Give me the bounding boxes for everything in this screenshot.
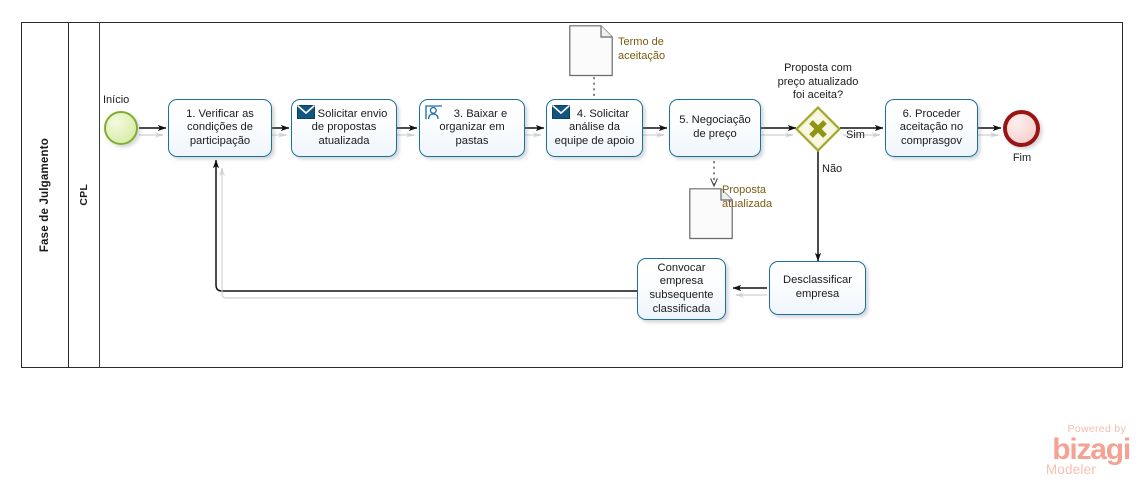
brand-name: bizagi bbox=[1052, 433, 1131, 466]
task-label: 6. Proceder aceitação no comprasgov bbox=[899, 107, 964, 147]
pool-header: Fase de Julgamento bbox=[21, 22, 69, 368]
task-label: Solicitar envio de propostas atualizada bbox=[311, 107, 388, 147]
task-proceder-aceitacao-comprasgov[interactable]: 6. Proceder aceitação no comprasgov bbox=[885, 99, 978, 157]
lane-header-label: CPL bbox=[78, 184, 90, 206]
task-label: 1. Verificar as condições de participaçã… bbox=[186, 107, 254, 147]
task-solicitar-envio-propostas[interactable]: Solicitar envio de propostas atualizada bbox=[291, 99, 397, 157]
task-label: 3. Baixar e organizar em pastas bbox=[439, 107, 508, 147]
send-task-envelope-icon bbox=[552, 105, 570, 120]
gateway-label: Proposta com preço atualizado foi aceita… bbox=[777, 62, 859, 101]
flow-label-sim: Sim bbox=[846, 129, 865, 141]
start-event[interactable] bbox=[104, 111, 138, 145]
send-task-envelope-icon bbox=[297, 105, 315, 120]
exclusive-gateway[interactable] bbox=[794, 105, 842, 153]
task-verificar-condicoes[interactable]: 1. Verificar as condições de participaçã… bbox=[168, 99, 272, 157]
user-task-person-icon bbox=[425, 105, 442, 120]
data-object-label: Termo de aceitação bbox=[618, 36, 666, 62]
end-event[interactable] bbox=[1003, 110, 1040, 147]
lane-header-cpl: CPL bbox=[69, 22, 100, 368]
task-desclassificar-empresa[interactable]: Desclassificar empresa bbox=[769, 261, 866, 315]
task-negociacao-preco[interactable]: 5. Negociação de preço bbox=[669, 99, 761, 157]
bizagi-brand: Powered by bizagi Modeler bbox=[1045, 423, 1131, 477]
start-event-label: Início bbox=[103, 94, 130, 106]
data-object-label: Proposta atualizada bbox=[722, 184, 773, 210]
task-label: 5. Negociação de preço bbox=[679, 114, 751, 140]
data-object-proposta-atualizada[interactable] bbox=[689, 188, 735, 242]
task-label: Convocar empresa subsequente classificad… bbox=[649, 261, 714, 315]
task-label: Desclassificar empresa bbox=[782, 274, 852, 300]
brand-powered-by: Powered by bbox=[1067, 423, 1126, 435]
task-convocar-empresa-subsequente[interactable]: Convocar empresa subsequente classificad… bbox=[637, 258, 726, 320]
pool-header-label: Fase de Julgamento bbox=[38, 137, 51, 253]
flow-label-nao: Não bbox=[822, 163, 843, 175]
task-baixar-organizar-pastas[interactable]: 3. Baixar e organizar em pastas bbox=[419, 99, 525, 157]
brand-product: Modeler bbox=[1045, 462, 1096, 477]
task-label: 4. Solicitar análise da equipe de apoio bbox=[554, 107, 635, 147]
task-solicitar-analise-equipe[interactable]: 4. Solicitar análise da equipe de apoio bbox=[546, 99, 643, 157]
end-event-label: Fim bbox=[1012, 152, 1032, 164]
data-object-termo-aceitacao[interactable] bbox=[569, 25, 615, 79]
